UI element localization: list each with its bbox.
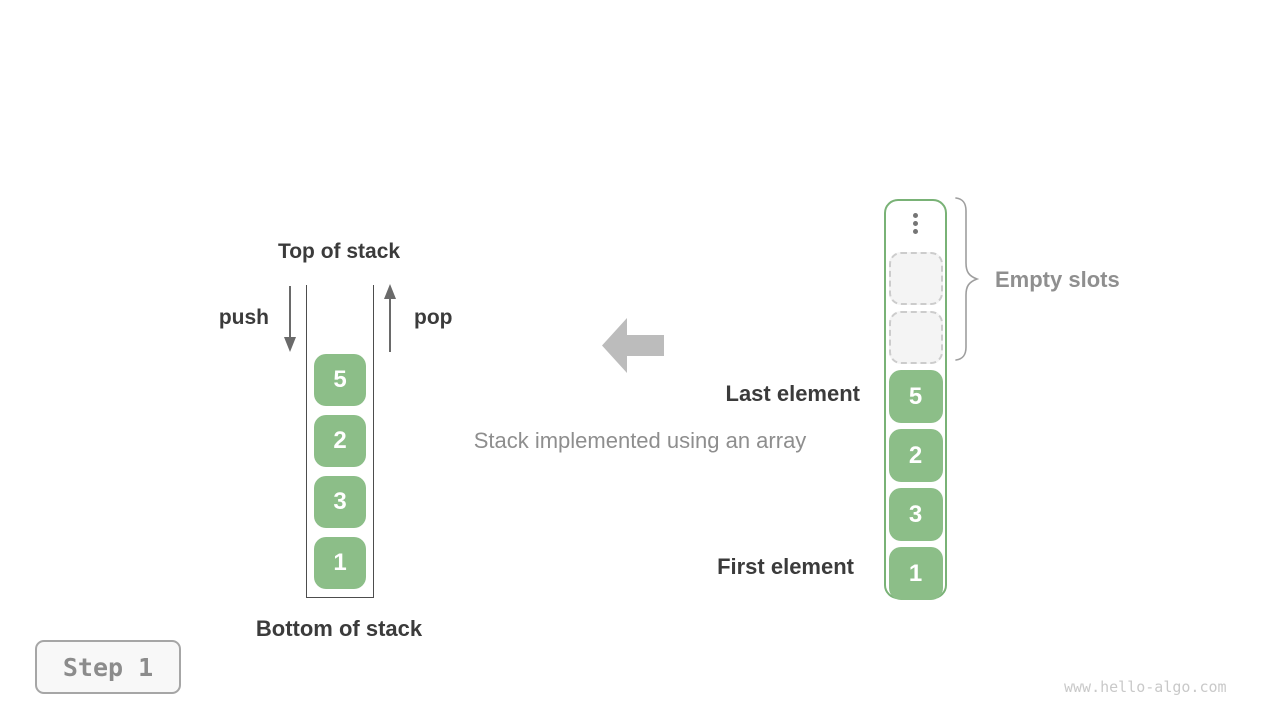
stack-container: 5 2 3 1 [306, 285, 374, 598]
empty-slot [888, 252, 943, 305]
top-of-stack-label: Top of stack [277, 240, 401, 263]
array-cell: 3 [888, 488, 943, 541]
diagram-caption: Stack implemented using an array [473, 428, 807, 453]
array-cell: 1 [888, 547, 943, 600]
watermark: www.hello-algo.com [1064, 678, 1227, 696]
stack-cell: 5 [314, 354, 366, 406]
push-down-arrow-icon [284, 286, 296, 352]
empty-slot [888, 311, 943, 364]
step-badge: Step 1 [35, 640, 181, 694]
ellipsis-icon [913, 210, 918, 236]
stack-cell: 1 [314, 537, 366, 589]
first-element-label: First element [717, 554, 854, 579]
pop-up-arrow-icon [384, 284, 396, 352]
empty-slots-label: Empty slots [995, 267, 1120, 292]
left-arrow-icon [602, 318, 664, 373]
last-element-label: Last element [725, 381, 861, 406]
stack-cell: 2 [314, 415, 366, 467]
array-cell: 5 [888, 370, 943, 423]
push-label: push [218, 306, 269, 329]
stack-cell: 3 [314, 476, 366, 528]
empty-slots-brace-icon [955, 197, 980, 361]
array-container: 5 2 3 1 [884, 199, 947, 600]
pop-label: pop [414, 306, 453, 329]
array-cell: 2 [888, 429, 943, 482]
bottom-of-stack-label: Bottom of stack [255, 616, 423, 641]
